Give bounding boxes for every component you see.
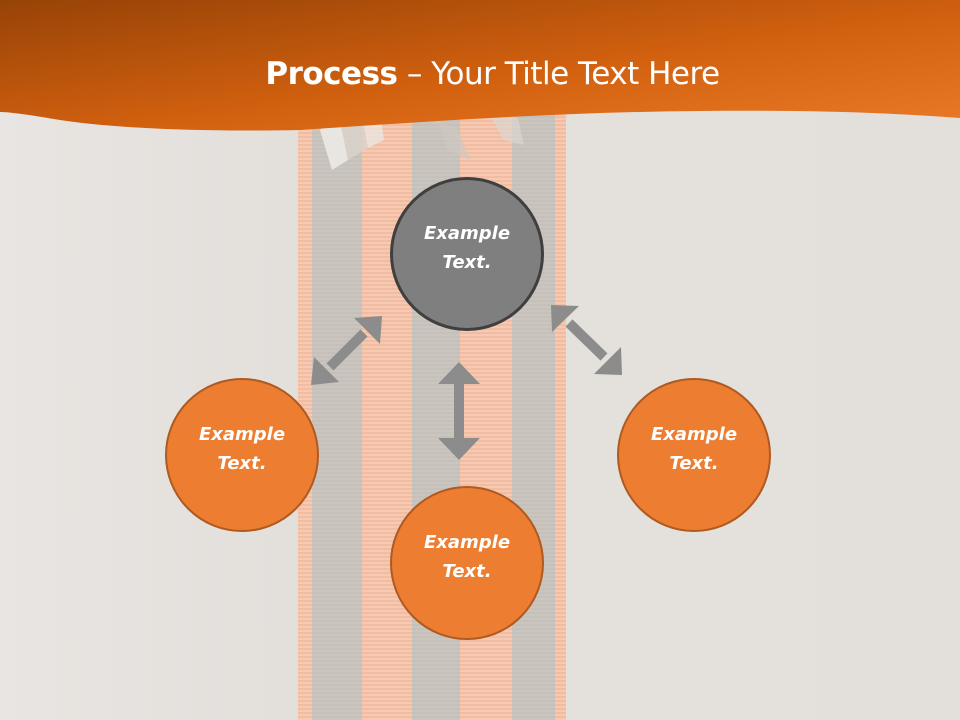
process-node-bottom[interactable]: Example Text. xyxy=(390,486,544,640)
node-text-line1: Example xyxy=(650,424,738,445)
process-node-left[interactable]: Example Text. xyxy=(165,378,319,532)
node-text-line1: Example xyxy=(423,223,511,244)
title-rest-text: – Your Title Text Here xyxy=(397,56,720,92)
slide-title: Process – Your Title Text Here xyxy=(0,52,960,96)
node-text-line1: Example xyxy=(198,424,286,445)
node-text-line2: Text. xyxy=(669,453,719,474)
ribbon-stripe-orange xyxy=(555,100,566,720)
node-text-line1: Example xyxy=(423,532,511,553)
process-node-right[interactable]: Example Text. xyxy=(617,378,771,532)
node-text-line2: Text. xyxy=(217,453,267,474)
node-text-line2: Text. xyxy=(442,252,492,273)
node-text-line2: Text. xyxy=(442,561,492,582)
header-banner xyxy=(0,0,960,131)
ribbon-stripe-gray xyxy=(312,100,362,720)
title-bold-text: Process xyxy=(265,56,398,92)
process-node-top[interactable]: Example Text. xyxy=(390,177,544,331)
ribbon-stripe-orange xyxy=(362,100,412,720)
ribbon-stripe-gray xyxy=(512,100,555,720)
